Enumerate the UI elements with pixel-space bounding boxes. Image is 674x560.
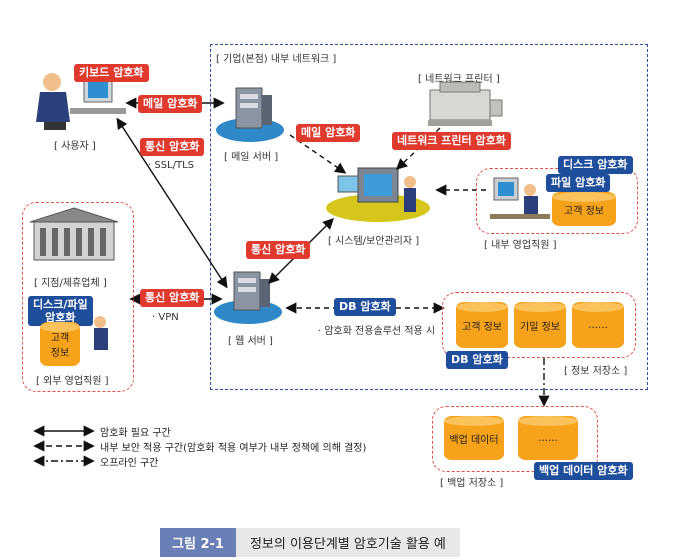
mail-encryption-tag-server: 메일 암호화: [296, 124, 361, 142]
branch-label: [ 지점/제휴업체 ]: [34, 278, 107, 289]
printer-label: [ 네트워크 프린터 ]: [418, 74, 500, 85]
figure-number: 그림 2-1: [160, 527, 236, 557]
file-encryption-tag: 파일 암호화: [546, 174, 611, 192]
external-customer-text: 고객 정보: [50, 333, 70, 359]
admin-station-icon: [326, 167, 430, 222]
keyboard-encryption-tag: 키보드 암호화: [74, 64, 149, 82]
internal-customer-cylinder: 고객 정보: [552, 192, 616, 226]
legend-dashdot-text: 오프라인 구간: [100, 458, 159, 469]
backup-more-cylinder: ……: [518, 416, 578, 460]
disk-file-tag-line1: 디스크/파일: [33, 298, 88, 311]
mail-encryption-tag-left: 메일 암호화: [138, 95, 203, 113]
comm-encryption-tag-top: 통신 암호화: [140, 138, 205, 156]
internal-sales-group: [476, 168, 638, 234]
user-computer-icon: [36, 73, 126, 130]
user-web-link: [116, 117, 228, 289]
diagram-canvas: [29, 73, 550, 467]
user-label: [ 사용자 ]: [54, 141, 96, 152]
info-store-label: [ 정보 저장소 ]: [564, 366, 628, 377]
internal-sales-icon: [490, 177, 550, 219]
backup-store-group: [432, 406, 598, 472]
figure-caption: 그림 2-1 정보의 이용단계별 암호기술 활용 예: [160, 527, 460, 557]
backup-data-cylinder: 백업 데이터: [444, 416, 504, 460]
db-encryption-tag-top: DB 암호화: [334, 298, 396, 316]
network-printer-icon: [428, 81, 503, 126]
branch-group: [22, 202, 134, 392]
comm-encryption-tag-vpn: 통신 암호화: [140, 289, 205, 307]
store-secret-cylinder: 기밀 정보: [514, 302, 566, 348]
store-customer-text: 고객 정보: [462, 321, 502, 333]
web-server-icon: [214, 271, 282, 324]
backup-encryption-tag: 백업 데이터 암호화: [534, 462, 633, 480]
disk-file-encryption-tag: 디스크/파일 암호화: [28, 296, 93, 326]
ssl-label: · SSL/TLS: [148, 160, 195, 171]
store-secret-text: 기밀 정보: [520, 321, 560, 333]
mail-server-label: [ 메일 서버 ]: [224, 152, 279, 163]
backup-more-text: ……: [538, 432, 558, 444]
backup-store-label: [ 백업 저장소 ]: [440, 478, 504, 489]
backup-data-text: 백업 데이터: [449, 434, 499, 446]
printer-encryption-tag: 네트워크 프린터 암호화: [392, 132, 511, 150]
store-more-text: ……: [588, 319, 608, 331]
legend-dashed-text: 내부 보안 적용 구간(암호화 적용 여부가 내부 정책에 의해 결정): [100, 443, 367, 454]
branch-building-icon: [29, 207, 119, 261]
disk-encryption-tag: 디스크 암호화: [558, 156, 633, 174]
external-sales-icon: [94, 316, 108, 350]
internal-sales-label: [ 내부 영업직원 ]: [484, 240, 557, 251]
db-encryption-tag-bottom: DB 암호화: [446, 351, 508, 369]
info-store-group: [442, 292, 636, 358]
comm-encryption-tag-mid: 통신 암호화: [246, 241, 311, 259]
crypto-solution-label: · 암호화 전용솔루션 적용 시: [318, 326, 436, 337]
legend-solid-text: 암호화 필요 구간: [100, 428, 171, 439]
internal-network-label: [ 기업(본점) 내부 네트워크 ]: [216, 54, 337, 65]
web-server-label: [ 웹 서버 ]: [228, 336, 273, 347]
admin-label: [ 시스템/보안관리자 ]: [328, 236, 420, 247]
external-customer-cylinder: 고객 정보: [40, 322, 80, 366]
figure-title: 정보의 이용단계별 암호기술 활용 예: [235, 527, 460, 557]
internal-customer-text: 고객 정보: [564, 205, 604, 217]
vpn-label: · VPN: [152, 312, 179, 323]
store-more-cylinder: ……: [572, 302, 624, 348]
disk-file-tag-line2: 암호화: [45, 311, 76, 324]
mail-server-icon: [216, 87, 284, 142]
store-customer-cylinder: 고객 정보: [456, 302, 508, 348]
external-sales-label: [ 외부 영업직원 ]: [36, 376, 109, 387]
internal-network-boundary: [210, 44, 648, 390]
